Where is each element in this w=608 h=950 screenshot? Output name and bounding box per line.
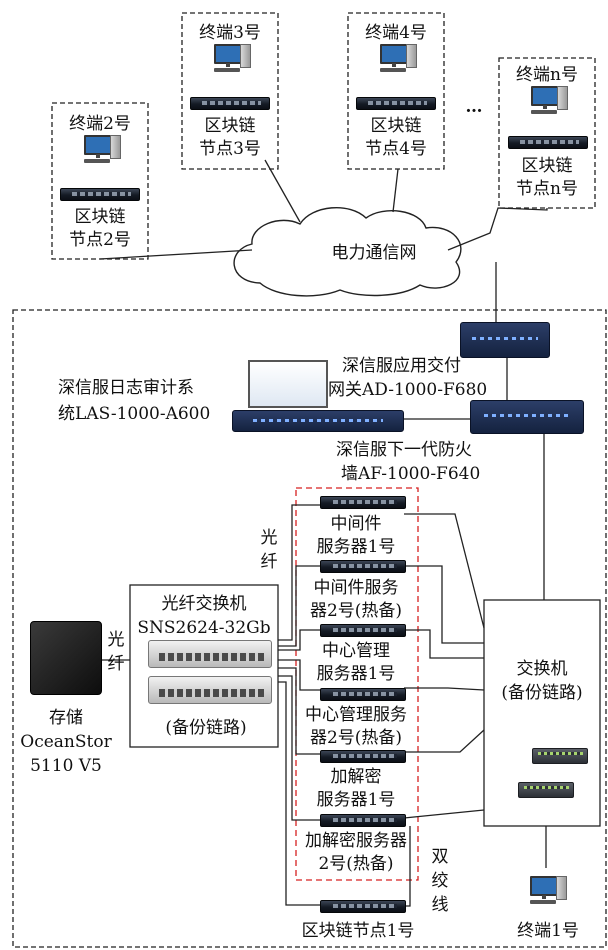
server-2-label-line1: 中间件服务 [313,578,399,598]
storage-label-line1: 存储 [49,708,83,728]
firewall-label-line1: 深信服下一代防火 [336,440,472,460]
crypto-server-2-icon [320,814,406,827]
storage-label-line2: OceanStor [20,732,112,752]
server-1-label-line2: 服务器1号 [316,537,396,557]
node-2-label-line1: 区块链 [74,207,126,227]
node-2-label-line2: 节点2号 [69,230,131,250]
server-3-label-line1: 中心管理 [322,641,390,661]
server-4-label-line1: 中心管理服务 [305,705,407,725]
terminal-1-label: 终端1号 [517,921,579,941]
las-label-line1: 深信服日志审计系 [58,378,194,398]
ethernet-switch-icon-1 [532,748,588,764]
firewall-device-icon [470,400,584,434]
fc-switch-frame [129,584,279,748]
datacenter-boundary [12,309,607,948]
server-4-label-line2: 器2号(热备) [309,728,403,748]
crypto-server-1-icon [320,750,406,763]
middleware-server-2-icon [320,560,406,573]
server-5-label-line2: 服务器1号 [316,790,396,810]
switch-box-frame [483,599,601,827]
center-mgmt-server-1-icon [320,624,406,637]
network-cloud [233,207,462,297]
middleware-server-1-icon [320,496,406,509]
fiber-label-top-2: 纤 [260,552,278,572]
server-6-label-line2: 2号(热备) [318,854,394,874]
fiber-label-left-1: 光 [107,630,125,650]
blockchain-node-1-icon [320,900,406,913]
node-n-label-line2: 节点n号 [516,179,578,199]
server-3-label-line2: 服务器1号 [316,664,396,684]
fc-switch-icon-1 [148,640,272,668]
storage-label-line3: 5110 V5 [30,756,102,776]
las-device-icon [232,410,404,432]
terminal-4-box [347,12,445,170]
node-2-server-icon [60,188,140,201]
switch-label-line1: 交换机 [516,659,568,679]
fiber-label-left-2: 纤 [107,654,125,674]
server-2-label-line2: 器2号(热备) [309,601,403,621]
twisted-pair-label-2: 绞 [431,871,449,891]
terminal-2-label: 终端2号 [69,114,131,134]
node-3-label-line2: 节点3号 [199,139,261,159]
firewall-label-line2: 墙AF-1000-F640 [341,464,481,484]
fc-switch-label-line2: SNS2624-32Gb [137,618,271,638]
twisted-pair-label-1: 双 [431,847,449,867]
fc-switch-icon-2 [148,676,272,704]
node-3-label-line1: 区块链 [204,116,256,136]
ellipsis: … [465,97,483,117]
fc-switch-label-line1: 光纤交换机 [161,594,247,614]
ad-label-line1: 深信服应用交付 [342,356,461,376]
ethernet-switch-icon-2 [518,782,574,798]
server-6-label-line1: 加解密服务器 [305,831,407,851]
terminal-3-label: 终端3号 [199,23,261,43]
node-n-label-line1: 区块链 [521,156,573,176]
las-screen-icon [248,360,328,408]
blockchain-node-1-label: 区块链节点1号 [301,921,415,941]
terminal-n-box [498,57,596,209]
ad-gateway-device-icon [460,322,550,358]
las-label-line2: 统LAS-1000-A600 [58,404,211,424]
node-n-server-icon [508,136,588,149]
ad-label-line2: 网关AD-1000-F680 [328,380,488,400]
node-4-server-icon [356,97,436,110]
storage-device-icon [30,621,102,695]
terminal-3-box [181,12,279,170]
twisted-pair-label-3: 线 [431,895,449,915]
server-5-label-line1: 加解密 [330,767,382,787]
center-mgmt-server-2-icon [320,688,406,701]
fc-switch-backup-label: (备份链路) [165,718,247,738]
network-label: 电力通信网 [331,243,417,263]
terminal-n-label: 终端n号 [516,65,578,85]
switch-label-line2: (备份链路) [501,683,583,703]
fiber-label-top-1: 光 [260,528,278,548]
server-1-label-line1: 中间件 [330,514,382,534]
terminal-4-label: 终端4号 [365,23,427,43]
node-3-server-icon [190,97,270,110]
node-4-label-line1: 区块链 [370,116,422,136]
node-4-label-line2: 节点4号 [365,139,427,159]
